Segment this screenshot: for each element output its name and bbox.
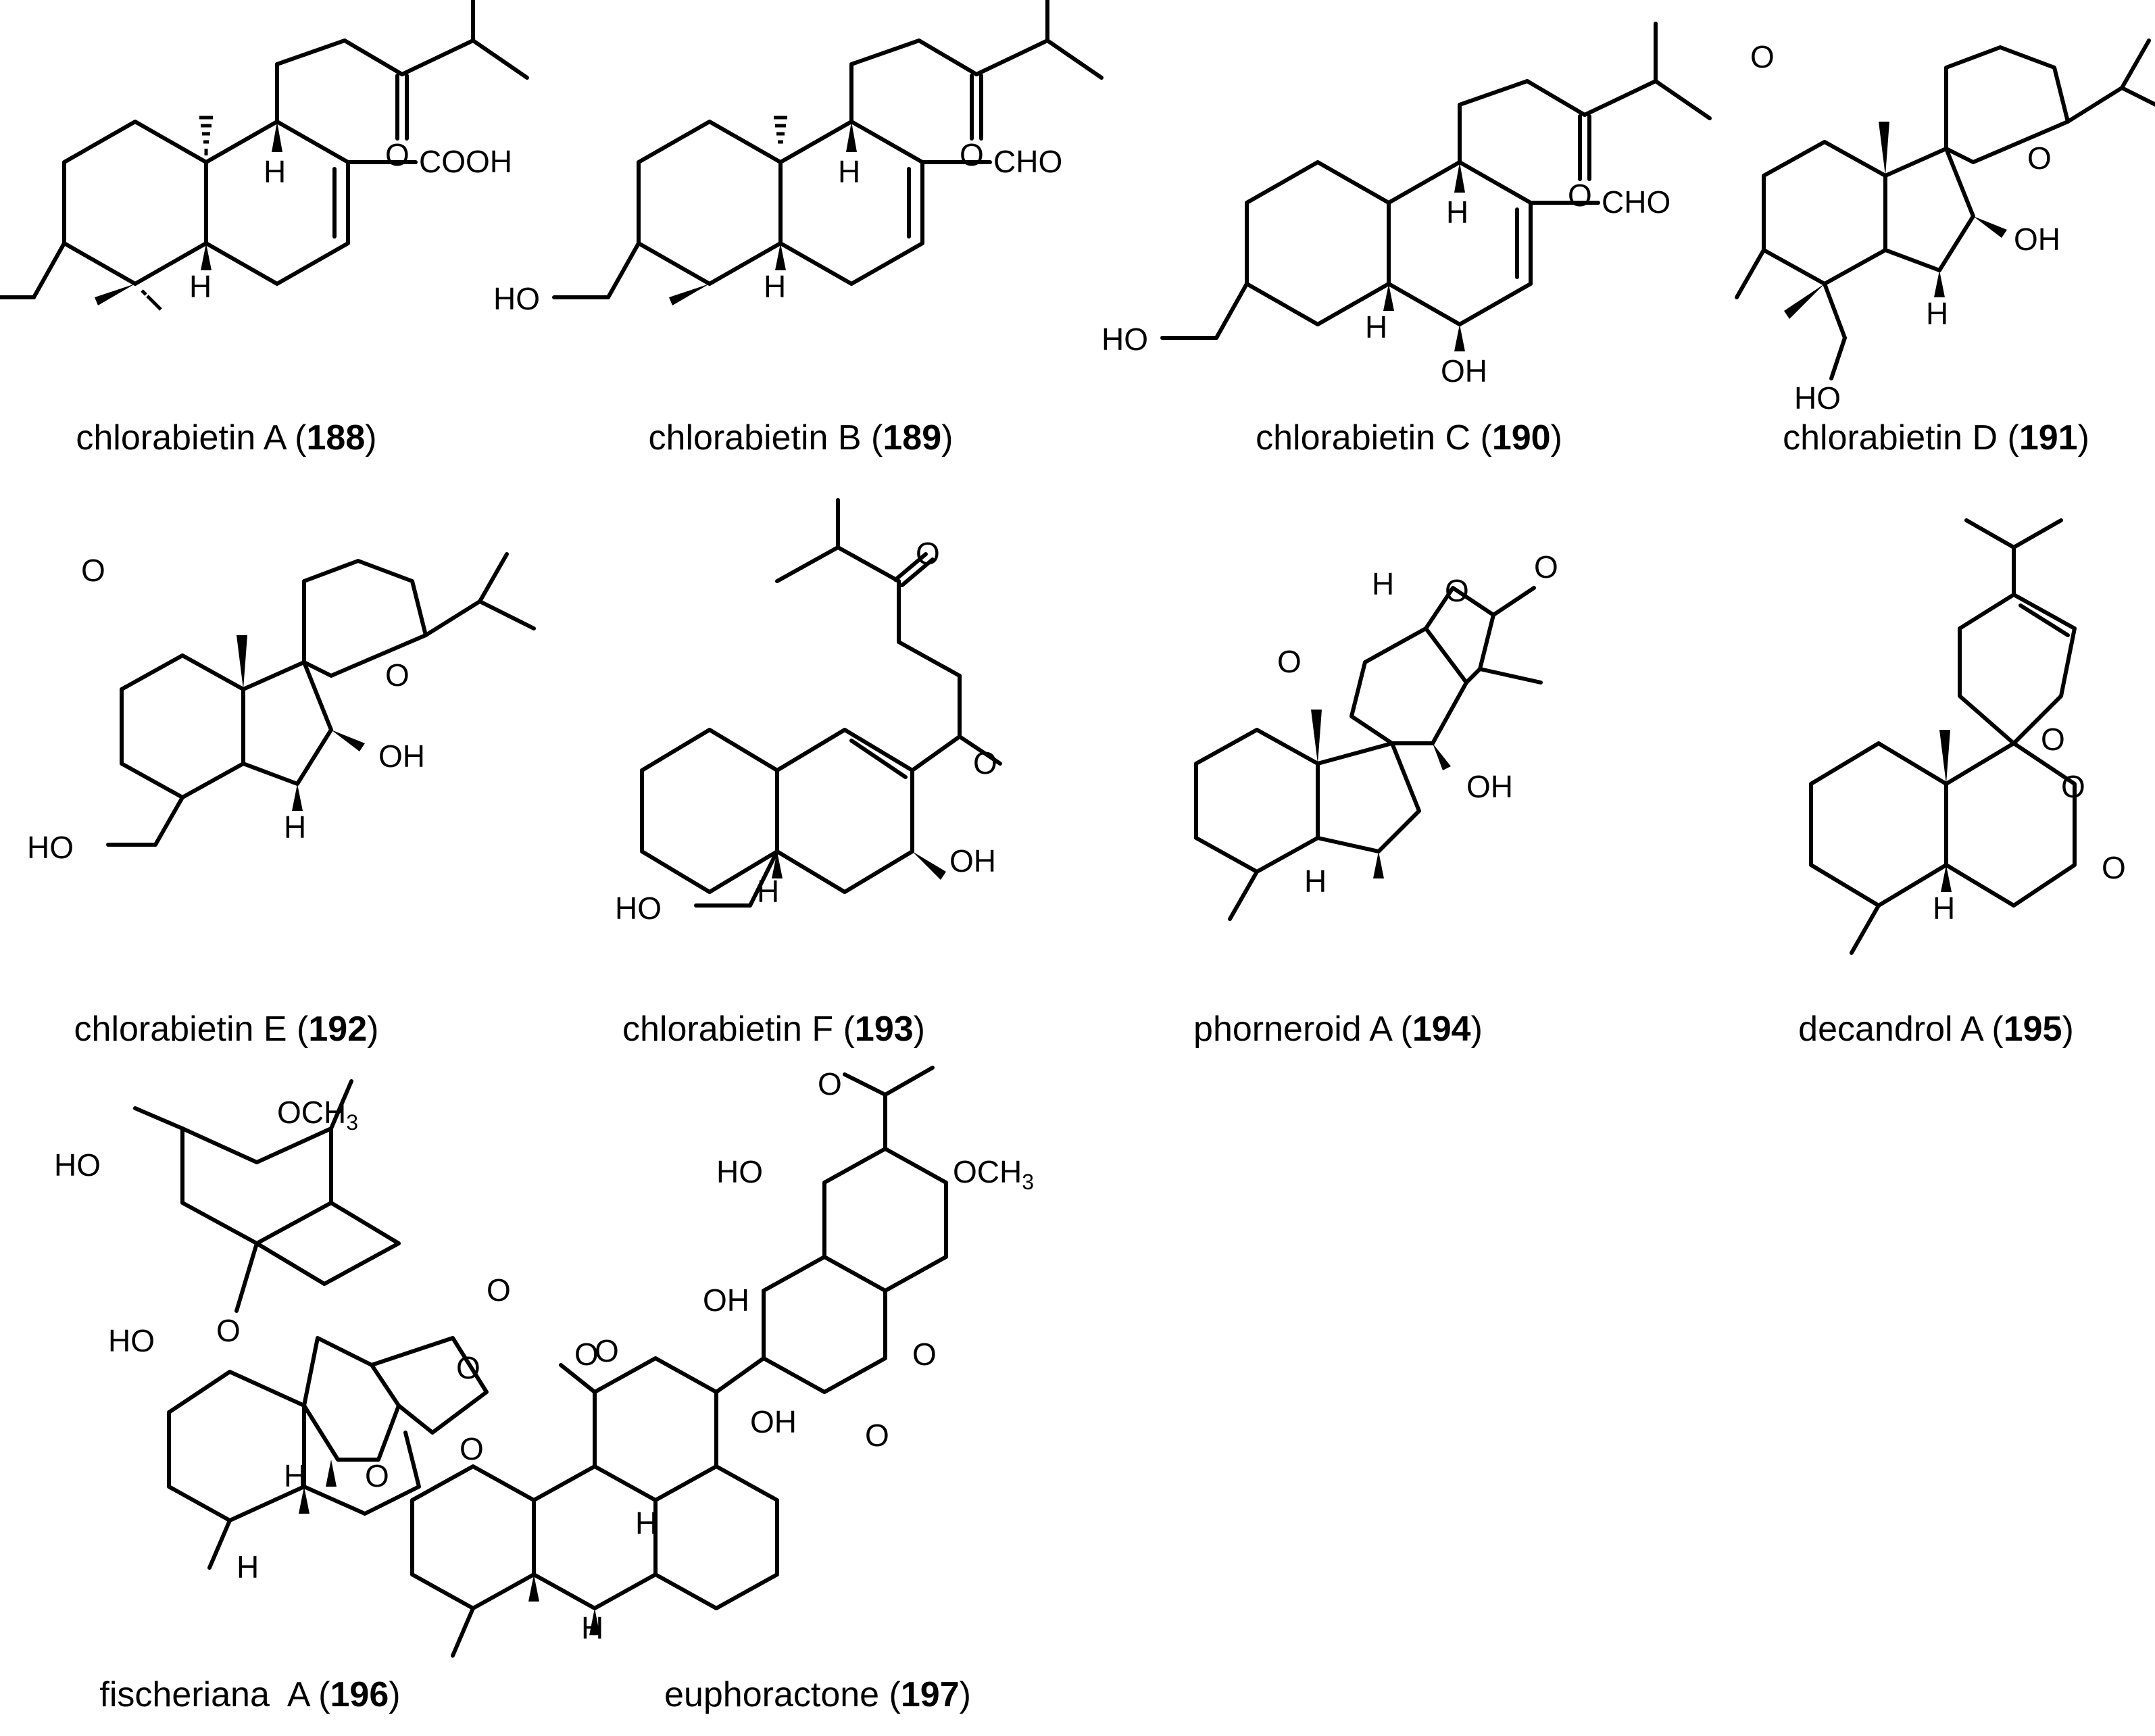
atom-label: OH <box>703 1283 749 1318</box>
structure-194: H O O O OH H <box>1194 549 1558 921</box>
compound-caption: euphoractone (197) <box>664 1675 971 1714</box>
atom-label: OH <box>1466 769 1513 804</box>
compound-caption: phorneroid A (194) <box>1193 1010 1483 1049</box>
compound-caption: chlorabietin C (190) <box>1256 418 1562 457</box>
atom-label: H <box>189 269 212 304</box>
atom-label: HO <box>493 281 540 316</box>
compound-caption: chlorabietin D (191) <box>1783 418 2089 457</box>
atom-label: OH <box>1441 353 1487 389</box>
atom-label: HO <box>27 830 74 865</box>
atom-label: O <box>574 1337 599 1372</box>
atom-label: O <box>2041 722 2065 757</box>
structure-195: O O O H <box>1809 518 2126 955</box>
atom-label: HO <box>615 891 662 926</box>
atom-label: O <box>216 1313 241 1348</box>
atom-label: O <box>973 745 997 780</box>
atom-label: OH <box>2014 222 2060 257</box>
atom-label: O <box>912 1337 937 1372</box>
atom-label: HO <box>54 1147 101 1183</box>
atom-label: CHO <box>1602 184 1670 220</box>
compound-caption: decandrol A (195) <box>1798 1010 2074 1049</box>
atom-label: OCH3 <box>953 1154 1034 1194</box>
atom-label: H <box>237 1549 259 1585</box>
atom-label: H <box>757 874 779 909</box>
atom-label: OH <box>750 1404 797 1439</box>
atom-label: H <box>1933 891 1955 926</box>
structure-197: O HO OCH3 OH O O O OH O H H <box>410 1066 1034 1658</box>
compound-caption: chlorabietin E (192) <box>74 1010 379 1049</box>
atom-label: H <box>764 269 786 304</box>
atom-label: OCH3 <box>277 1095 358 1135</box>
atom-label: H <box>264 154 286 189</box>
atom-label: H <box>581 1610 603 1645</box>
atom-label: O <box>1277 644 1302 679</box>
atom-label: H <box>1304 864 1327 899</box>
atom-label: O <box>2027 141 2052 176</box>
atom-label: H <box>1446 195 1468 230</box>
atom-label: H <box>1372 566 1394 601</box>
structure-193: O O OH HO H <box>615 498 1002 926</box>
atom-label: O <box>385 658 410 693</box>
atom-label: HO <box>108 1323 155 1358</box>
atom-label: H <box>838 154 860 189</box>
atom-label: O <box>865 1418 889 1453</box>
structure-188: HO H H O COOH <box>0 0 529 311</box>
atom-label: O <box>2102 850 2126 885</box>
atom-label: O <box>81 553 105 588</box>
atom-label: O <box>460 1431 484 1466</box>
atom-label: H <box>1926 296 1948 331</box>
atom-label: O <box>960 137 984 172</box>
compound-caption: chlorabietin F (193) <box>622 1010 925 1049</box>
atom-label: H <box>1365 309 1387 345</box>
atom-label: O <box>1534 549 1558 585</box>
atom-label: O <box>365 1458 389 1493</box>
atom-label: O <box>1568 178 1592 213</box>
atom-label: H <box>284 1458 306 1493</box>
atom-label: O <box>595 1333 619 1368</box>
atom-label: HO <box>716 1154 763 1189</box>
atom-label: O <box>385 137 410 172</box>
atom-label: HO <box>1794 380 1841 416</box>
atom-label: O <box>818 1066 842 1101</box>
compound-caption: fischeriana A (196) <box>99 1675 400 1714</box>
structure-190: HO H H OH O CHO <box>1101 22 1712 389</box>
atom-label: O <box>487 1272 511 1308</box>
atom-label: H <box>635 1506 658 1541</box>
atom-label: O <box>916 536 940 571</box>
atom-label: OH <box>949 843 996 878</box>
structure-196: OCH3 HO HO O O O O O H H <box>54 1079 511 1585</box>
atom-label: OH <box>378 739 425 774</box>
atom-label: H <box>284 810 306 845</box>
structure-191: O O OH H HO <box>1735 39 2155 416</box>
compound-caption: chlorabietin B (189) <box>649 418 953 457</box>
compound-caption: chlorabietin A (188) <box>76 418 376 457</box>
structure-192: O O OH H HO <box>27 552 536 865</box>
atom-label: HO <box>1101 322 1148 357</box>
atom-label: CHO <box>993 144 1062 179</box>
atom-label: O <box>456 1350 480 1385</box>
atom-label: O <box>1750 39 1775 74</box>
atom-label: O <box>2061 769 2085 804</box>
atom-label: O <box>1445 573 1469 608</box>
atom-label: COOH <box>419 144 512 179</box>
structure-189: HO H H O CHO <box>493 0 1104 316</box>
